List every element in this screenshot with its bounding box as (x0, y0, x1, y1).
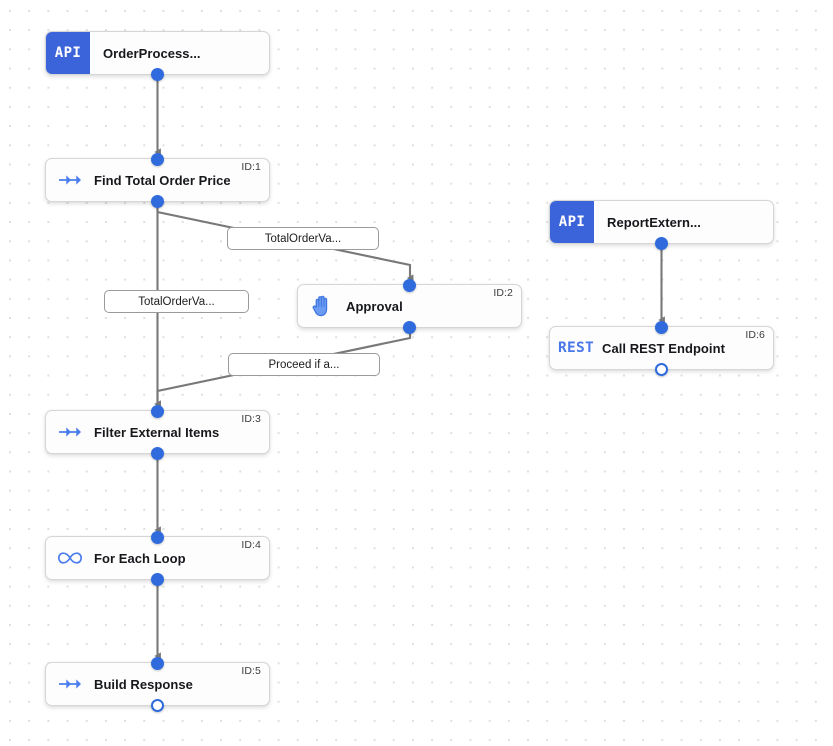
edge-label-total-order-value-upper[interactable]: TotalOrderVa... (227, 227, 379, 250)
node-title: ReportExtern... (607, 214, 701, 230)
node-port-top[interactable] (151, 530, 164, 544)
node-approval[interactable]: Approval ID:2 (297, 278, 522, 334)
node-title: Find Total Order Price (94, 172, 231, 188)
node-title: Build Response (94, 676, 193, 692)
merge-arrows-icon (46, 171, 94, 189)
node-port-bottom[interactable] (151, 194, 164, 208)
node-port-bottom[interactable] (655, 362, 668, 376)
merge-arrows-icon (46, 423, 94, 441)
merge-arrows-icon (46, 675, 94, 693)
node-id-badge: ID:3 (241, 413, 261, 425)
node-port-top[interactable] (151, 404, 164, 418)
node-find-total-order-price[interactable]: Find Total Order Price ID:1 (45, 152, 270, 208)
node-id-badge: ID:1 (241, 161, 261, 173)
node-port-bottom[interactable] (151, 446, 164, 460)
node-for-each-loop[interactable]: For Each Loop ID:4 (45, 530, 270, 586)
node-call-rest-endpoint[interactable]: REST Call REST Endpoint ID:6 (549, 320, 774, 376)
node-title: For Each Loop (94, 550, 186, 566)
node-port-bottom[interactable] (151, 698, 164, 712)
node-port-bottom[interactable] (403, 320, 416, 334)
node-title: OrderProcess... (103, 45, 201, 61)
edge-label-text: TotalOrderVa... (138, 295, 215, 308)
edge-label-text: TotalOrderVa... (264, 232, 342, 245)
node-port-top[interactable] (655, 320, 668, 334)
hand-icon (298, 295, 346, 317)
edge-label-proceed-if-approved[interactable]: Proceed if a... (228, 353, 380, 376)
node-order-process[interactable]: API OrderProcess... (45, 31, 270, 81)
api-badge-icon: API (550, 201, 594, 243)
node-id-badge: ID:6 (745, 329, 765, 341)
infinity-loop-icon (46, 550, 94, 566)
edge-label-total-order-value-lower[interactable]: TotalOrderVa... (104, 290, 249, 313)
node-id-badge: ID:4 (241, 539, 261, 551)
edge-label-text: Proceed if a... (268, 358, 340, 371)
node-port-bottom[interactable] (151, 67, 164, 81)
node-id-badge: ID:5 (241, 665, 261, 677)
node-id-badge: ID:2 (493, 287, 513, 299)
node-title: Call REST Endpoint (602, 340, 725, 356)
node-title: Approval (346, 298, 403, 314)
node-build-response[interactable]: Build Response ID:5 (45, 656, 270, 712)
node-port-bottom[interactable] (151, 572, 164, 586)
node-title: Filter External Items (94, 424, 220, 440)
node-port-top[interactable] (151, 152, 164, 166)
api-badge-icon: API (46, 32, 90, 74)
node-report-extern[interactable]: API ReportExtern... (549, 200, 774, 250)
node-port-top[interactable] (151, 656, 164, 670)
rest-badge-icon: REST (557, 340, 595, 356)
node-port-bottom[interactable] (655, 236, 668, 250)
node-port-top[interactable] (403, 278, 416, 292)
node-filter-external-items[interactable]: Filter External Items ID:3 (45, 404, 270, 460)
